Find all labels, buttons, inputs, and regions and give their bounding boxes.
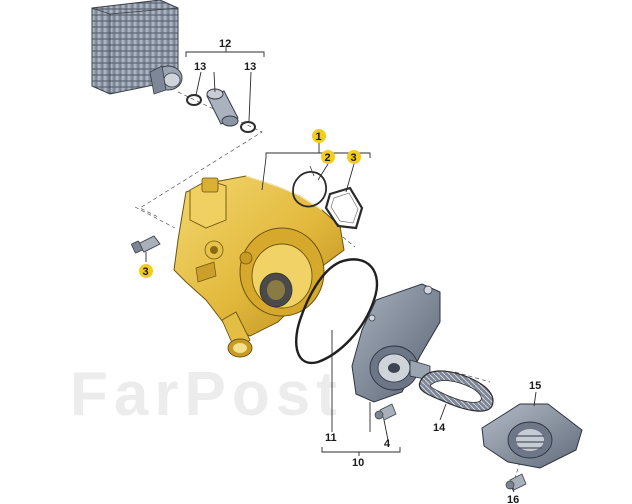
o-ring-upper-right — [240, 121, 256, 133]
seal-ring-2 — [292, 165, 327, 208]
callout-12: 12 — [219, 38, 231, 50]
svg-text:10: 10 — [352, 457, 364, 469]
watermark-text: FarPost — [70, 360, 343, 429]
leader-lines — [145, 47, 537, 493]
sealing-ring-11 — [295, 258, 379, 365]
svg-text:12: 12 — [219, 38, 231, 50]
svg-text:3: 3 — [351, 152, 357, 164]
svg-text:13: 13 — [244, 61, 256, 73]
screw-3-left — [131, 235, 161, 254]
callout-14: 14 — [433, 422, 446, 434]
callout-16: 16 — [507, 494, 519, 504]
toothed-belt-14 — [418, 370, 494, 412]
svg-text:16: 16 — [507, 494, 519, 504]
svg-text:1: 1 — [316, 131, 322, 143]
svg-text:4: 4 — [384, 438, 391, 450]
callout-3-left: 3 — [139, 264, 153, 278]
callout-15: 15 — [529, 380, 541, 392]
coolant-pump-impeller-plate — [351, 283, 441, 403]
callout-3-top: 3 — [347, 150, 361, 164]
gasket-3 — [324, 186, 364, 230]
o-ring-upper-left — [186, 94, 202, 106]
svg-text:3: 3 — [143, 266, 149, 278]
screw-16 — [505, 473, 527, 491]
callout-2: 2 — [321, 150, 335, 164]
toothed-belt-cover-15 — [481, 403, 583, 469]
callout-4: 4 — [384, 438, 391, 450]
svg-text:14: 14 — [433, 422, 446, 434]
screw-4 — [374, 403, 397, 421]
callout-10: 10 — [352, 457, 364, 469]
coolant-pump-housing — [173, 175, 345, 358]
svg-text:11: 11 — [325, 432, 337, 444]
callout-11: 11 — [325, 432, 337, 444]
callout-1: 1 — [312, 129, 326, 143]
oil-cooler — [91, 0, 183, 95]
connecting-pipe — [206, 88, 239, 127]
svg-text:13: 13 — [194, 61, 206, 73]
svg-text:15: 15 — [529, 380, 541, 392]
callout-13-right: 13 — [244, 61, 256, 73]
svg-text:2: 2 — [325, 152, 331, 164]
callout-13-left: 13 — [194, 61, 206, 73]
